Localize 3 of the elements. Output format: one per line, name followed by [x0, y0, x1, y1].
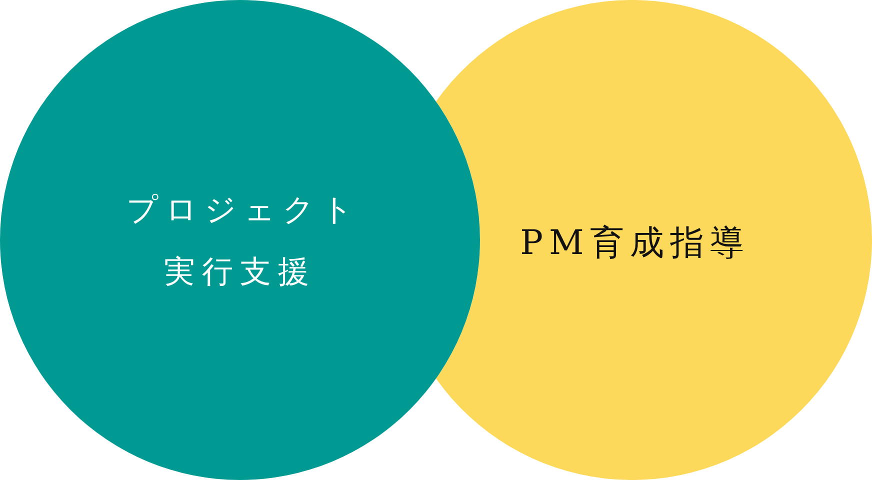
circle-label: プロジェクト実行支援	[126, 191, 362, 292]
venn-circle	[0, 0, 480, 480]
circle-label: PM育成指導	[519, 222, 750, 265]
